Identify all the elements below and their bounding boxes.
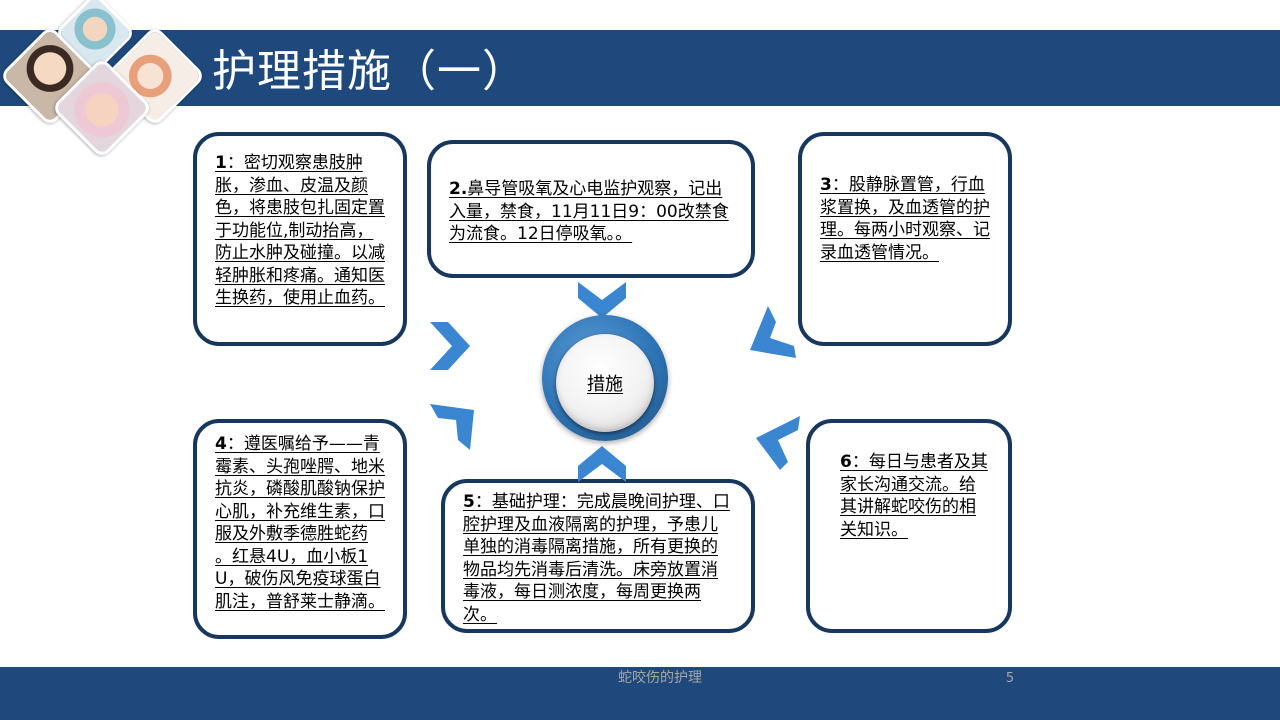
- measure-text-5: 5：基础护理：完成晨晚间护理、口腔护理及血液隔离的护理，予患儿单独的消毒隔离措施…: [463, 491, 733, 626]
- arrow-right-icon: [430, 322, 470, 370]
- arrow-upleft-icon: [756, 416, 800, 470]
- measure-text-2: 2.鼻导管吸氧及心电监护观察，记出入量，禁食，11月11日9：00改禁食为流食。…: [449, 178, 733, 246]
- measure-text-6: 6：每日与患者及其家长沟通交流。给其讲解蛇咬伤的相关知识。: [840, 451, 990, 541]
- measure-body-1: ：密切观察患肢肿胀，渗血、皮温及颜色，将患肢包扎固定置于功能位,制动抬高，防止水…: [215, 153, 385, 308]
- page-number: 5: [1005, 671, 1015, 686]
- arrow-downleft-icon: [750, 306, 796, 358]
- footer-text: 蛇咬伤的护理: [618, 670, 702, 686]
- measure-num-6: 6: [840, 452, 852, 472]
- center-label: 措施: [587, 374, 623, 395]
- measure-text-4: 4：遵医嘱给予——青霉素、头孢唑腭、地米抗炎，磷酸肌酸钠保护心肌，补充维生素，口…: [215, 433, 385, 613]
- measure-body-3: ：股静脉置管，行血浆置换，及血透管的护理。每两小时观察、记录血透管情况。: [820, 175, 990, 263]
- measure-box-6: 6：每日与患者及其家长沟通交流。给其讲解蛇咬伤的相关知识。: [806, 419, 1012, 633]
- arrow-upright-icon: [430, 404, 474, 450]
- center-button[interactable]: 措施: [556, 334, 654, 432]
- measure-body-4: ：遵医嘱给予——青霉素、头孢唑腭、地米抗炎，磷酸肌酸钠保护心肌，补充维生素，口服…: [215, 434, 385, 612]
- measure-box-4: 4：遵医嘱给予——青霉素、头孢唑腭、地米抗炎，磷酸肌酸钠保护心肌，补充维生素，口…: [193, 419, 407, 639]
- measure-text-3: 3：股静脉置管，行血浆置换，及血透管的护理。每两小时观察、记录血透管情况。: [820, 174, 990, 264]
- measure-box-5: 5：基础护理：完成晨晚间护理、口腔护理及血液隔离的护理，予患儿单独的消毒隔离措施…: [441, 479, 755, 633]
- measure-body-6: ：每日与患者及其家长沟通交流。给其讲解蛇咬伤的相关知识。: [840, 452, 988, 540]
- header-bar: [0, 30, 1280, 106]
- measure-box-1: 1：密切观察患肢肿胀，渗血、皮温及颜色，将患肢包扎固定置于功能位,制动抬高，防止…: [193, 132, 407, 346]
- measure-text-1: 1：密切观察患肢肿胀，渗血、皮温及颜色，将患肢包扎固定置于功能位,制动抬高，防止…: [215, 152, 385, 310]
- arrow-down-icon: [578, 282, 626, 318]
- measure-body-5: ：基础护理：完成晨晚间护理、口腔护理及血液隔离的护理，予患儿单独的消毒隔离措施，…: [463, 492, 730, 625]
- measure-num-2: 2.: [449, 179, 468, 199]
- measure-num-1: 1: [215, 153, 227, 173]
- measure-num-3: 3: [820, 175, 832, 195]
- measure-num-5: 5: [463, 492, 475, 512]
- footer-bar: [0, 667, 1280, 720]
- measure-box-2: 2.鼻导管吸氧及心电监护观察，记出入量，禁食，11月11日9：00改禁食为流食。…: [427, 140, 755, 278]
- measure-box-3: 3：股静脉置管，行血浆置换，及血透管的护理。每两小时观察、记录血透管情况。: [798, 132, 1012, 346]
- slide-title: 护理措施（一）: [212, 46, 527, 97]
- measure-body-2: 鼻导管吸氧及心电监护观察，记出入量，禁食，11月11日9：00改禁食为流食。12…: [449, 179, 729, 244]
- measure-num-4: 4: [215, 434, 227, 454]
- arrow-up-icon: [578, 446, 626, 482]
